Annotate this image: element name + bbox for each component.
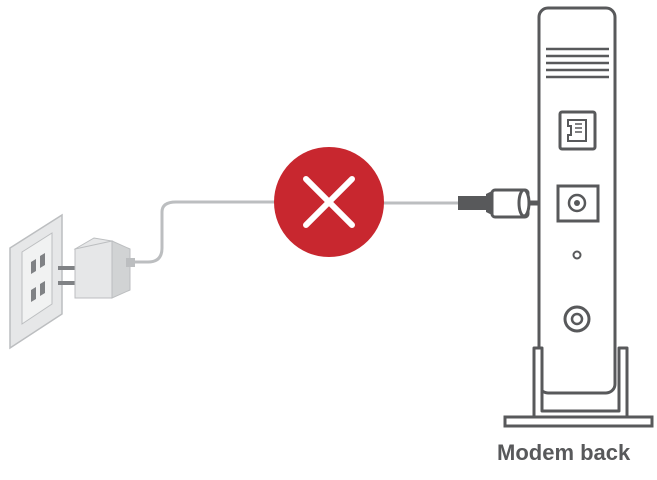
power-adapter-icon [58,237,135,299]
modem-stand [503,346,654,428]
dc-power-port [556,184,600,223]
coax-port [563,305,591,333]
reset-hole [572,250,582,260]
caption-modem-back: Modem back [497,440,631,465]
vent-grille [546,47,609,79]
wall-outlet-icon [9,213,63,350]
dc-plug-icon [458,188,548,219]
cross-icon [274,147,384,257]
power-cable [132,200,275,264]
phone-port [558,110,597,151]
modem-icon [503,6,654,428]
